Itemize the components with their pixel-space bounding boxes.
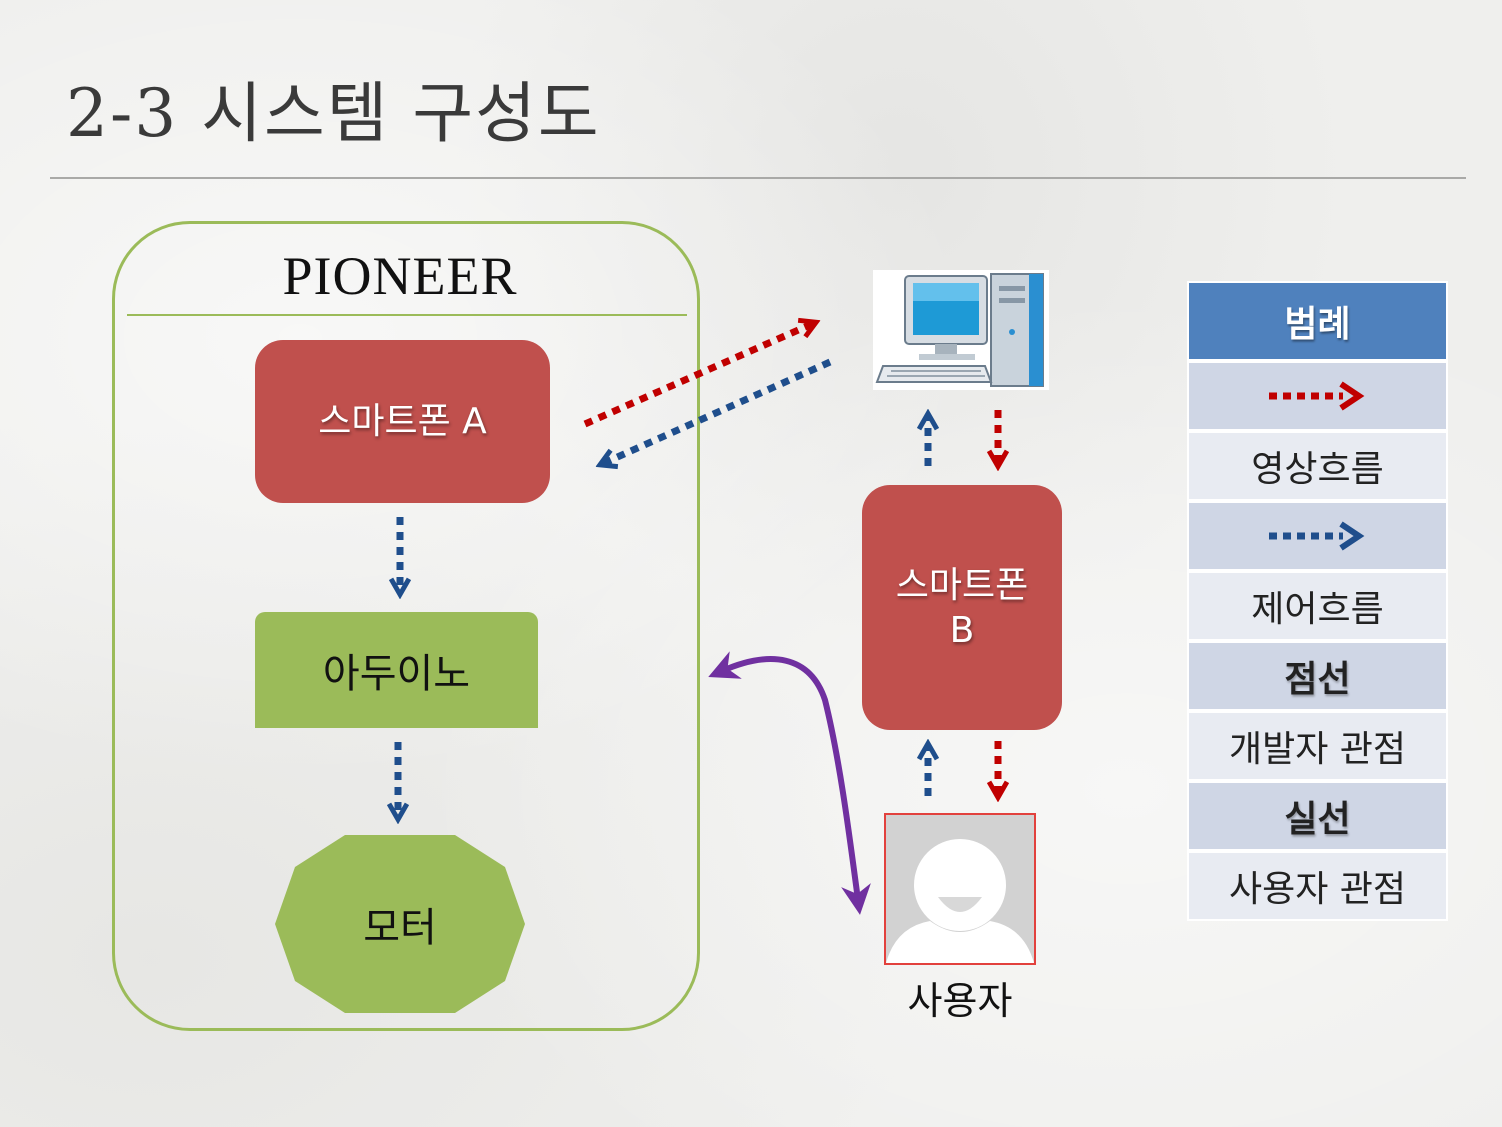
- smartphone-a-label: 스마트폰 A: [318, 401, 487, 442]
- arduino-node: 아두이노: [255, 612, 538, 728]
- legend-video-arrow-sample: [1187, 361, 1448, 431]
- motor-node: 모터: [275, 835, 525, 1013]
- user-interaction-arrow: [708, 651, 871, 915]
- legend-title: 범례: [1187, 281, 1448, 361]
- legend-video-flow: 영상흐름: [1187, 431, 1448, 501]
- user-avatar-icon: [884, 813, 1036, 965]
- legend-developer-view: 개발자 관점: [1187, 711, 1448, 781]
- system-divider: [127, 314, 687, 316]
- legend-control-arrow-sample: [1187, 501, 1448, 571]
- legend-solid-line: 실선: [1187, 781, 1448, 851]
- legend-table: 범례 영상흐름 제어흐름 점선 개발자 관점 실선 사용자 관점: [1187, 281, 1448, 921]
- system-boundary: [112, 221, 700, 1031]
- smartphone-b-node: 스마트폰 B: [862, 485, 1062, 730]
- page-title: 2-3 시스템 구성도: [66, 75, 601, 152]
- legend-control-flow: 제어흐름: [1187, 571, 1448, 641]
- motor-label: 모터: [363, 905, 437, 951]
- system-name: PIONEER: [282, 246, 518, 306]
- pc-icon: [873, 270, 1049, 390]
- legend-dotted-line: 점선: [1187, 641, 1448, 711]
- smartphone-b-label-line1: 스마트폰: [895, 564, 1029, 606]
- smartphone-a-node: 스마트폰 A: [255, 340, 550, 503]
- title-divider: [50, 177, 1466, 179]
- smartphone-b-label-line2: B: [949, 609, 975, 651]
- user-label: 사용자: [907, 979, 1013, 1023]
- arduino-label: 아두이노: [322, 651, 471, 697]
- legend-user-view: 사용자 관점: [1187, 851, 1448, 921]
